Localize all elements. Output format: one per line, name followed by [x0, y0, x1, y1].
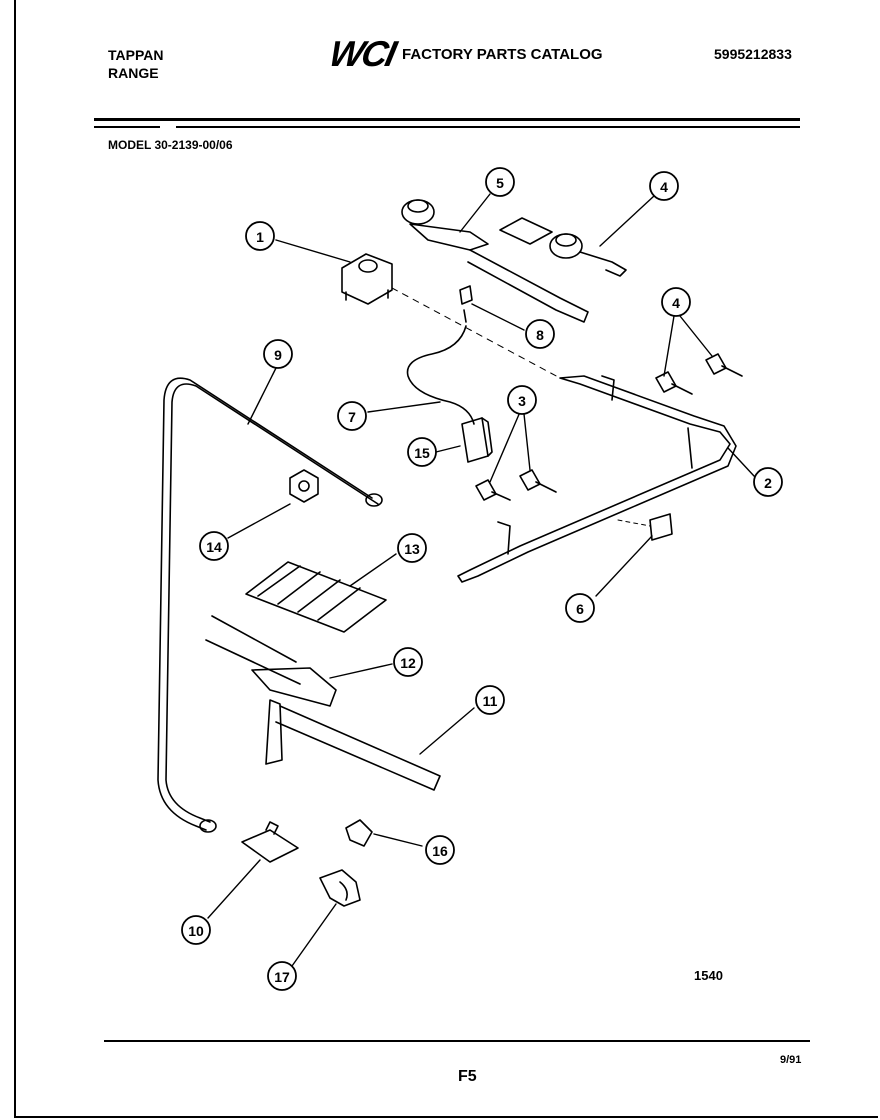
callout-label: 2 — [764, 475, 772, 491]
callout-label: 1 — [256, 229, 264, 245]
callout-label: 15 — [414, 445, 430, 461]
catalog-title: FACTORY PARTS CATALOG — [401, 45, 603, 63]
switch-block-part — [461, 417, 493, 463]
callout-label: 4 — [660, 179, 668, 195]
revision-date: 9/91 — [780, 1054, 802, 1066]
callout-label: 16 — [432, 843, 448, 859]
callout-label: 10 — [188, 923, 204, 939]
figure-id: 1540 — [694, 968, 723, 983]
manifold-part — [457, 375, 737, 583]
catalog-header: WCI FACTORY PARTS CATALOG — [326, 33, 603, 74]
burner-valve-lower-part — [475, 469, 557, 501]
brand-block: TAPPAN RANGE — [108, 46, 163, 82]
page-number: F5 — [458, 1068, 477, 1085]
callout-label: 7 — [348, 409, 356, 425]
callout-label: 9 — [274, 347, 282, 363]
top-burner-left-part — [401, 199, 589, 323]
nut-part — [289, 469, 319, 503]
clip-part — [617, 513, 673, 541]
small-clip-part — [345, 819, 373, 847]
callout-label: 13 — [404, 541, 420, 557]
flame-spreader-part — [245, 561, 387, 633]
callout-label: 3 — [518, 393, 526, 409]
callout-label: 5 — [496, 175, 504, 191]
footer-rule — [104, 1040, 810, 1042]
igniter-part — [205, 615, 337, 707]
appliance-type: RANGE — [108, 65, 159, 81]
oven-burner-tube-part — [265, 699, 441, 791]
callout-label: 11 — [483, 693, 498, 709]
page-border — [14, 0, 878, 1118]
header-rule-short — [94, 126, 160, 128]
callout-label: 4 — [672, 295, 680, 311]
top-burner-right-part — [499, 217, 627, 277]
brand-name: TAPPAN — [108, 47, 164, 63]
model-number: MODEL 30-2139-00/06 — [108, 138, 233, 152]
header-rule-bottom — [176, 126, 800, 128]
burner-valve-upper-part — [655, 353, 743, 395]
thermocouple-part — [406, 325, 475, 425]
callout-label: 8 — [536, 327, 544, 343]
header-rule-top — [94, 118, 800, 121]
callout-label: 6 — [576, 601, 584, 617]
bracket-part — [459, 285, 473, 323]
callout-label: 12 — [400, 655, 416, 671]
socket-part — [241, 821, 299, 863]
callout-label: 14 — [206, 539, 222, 555]
mounting-bracket-part — [319, 869, 361, 907]
callout-label: 17 — [274, 969, 290, 985]
oven-pipe-part — [157, 377, 383, 833]
catalog-number: 5995212833 — [714, 46, 792, 62]
regulator-part — [341, 253, 561, 379]
